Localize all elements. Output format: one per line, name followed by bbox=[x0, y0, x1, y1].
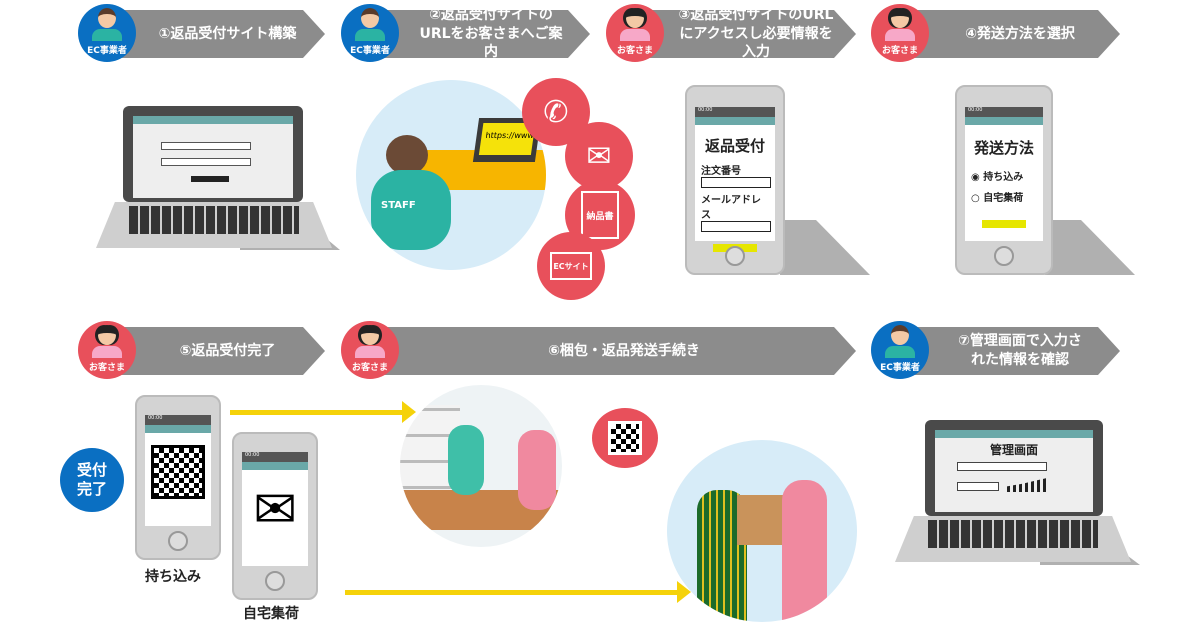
step-1-banner: ①返品受付サイト構築 bbox=[120, 10, 325, 58]
bar-chart-icon bbox=[1007, 478, 1047, 492]
courier-handoff-illustration bbox=[667, 440, 857, 622]
staff-at-laptop-illustration: https://www. STAFF bbox=[356, 80, 546, 270]
return-form-phone: 00:00 返品受付 注文番号 メールアドレス bbox=[685, 85, 785, 275]
ec-site-bubble-icon: ECサイト bbox=[537, 232, 605, 300]
store-counter-illustration bbox=[400, 385, 562, 547]
option-pickup: ○ 自宅集荷 bbox=[971, 193, 1024, 204]
step-4-banner: ④発送方法を選択 bbox=[910, 10, 1120, 58]
customer-avatar: お客さま bbox=[606, 4, 664, 62]
customer-avatar: お客さま bbox=[78, 321, 136, 379]
step-label: ④発送方法を選択 bbox=[965, 25, 1075, 42]
arrow-to-store bbox=[230, 401, 416, 423]
qr-bubble bbox=[592, 408, 658, 468]
customer-avatar: お客さま bbox=[871, 4, 929, 62]
arrow-to-courier bbox=[345, 581, 691, 603]
admin-laptop: 管理画面 bbox=[925, 420, 1103, 516]
option-carry-in: ◉ 持ち込み bbox=[971, 172, 1024, 183]
step-label: ①返品受付サイト構築 bbox=[158, 25, 297, 42]
step-label: ⑦管理画面で入力された情報を確認 bbox=[958, 333, 1082, 368]
step-label: ②返品受付サイトのURLをお客さまへご案内 bbox=[419, 6, 563, 61]
step-3-banner: ③返品受付サイトのURLにアクセスし必要情報を入力 bbox=[646, 10, 856, 58]
phone-bubble-icon: ✆ bbox=[522, 78, 590, 146]
ec-operator-avatar: EC事業者 bbox=[341, 4, 399, 62]
step-label: ⑤返品受付完了 bbox=[179, 342, 276, 359]
customer-avatar: お客さま bbox=[341, 321, 399, 379]
qr-phone: 00:00 bbox=[135, 395, 221, 560]
step-label: ⑥梱包・返品発送手続き bbox=[548, 342, 700, 359]
email-bubble-icon: ✉ bbox=[565, 122, 633, 190]
step-7-banner: ⑦管理画面で入力された情報を確認 bbox=[910, 327, 1120, 375]
ec-operator-avatar: EC事業者 bbox=[871, 321, 929, 379]
step-label: ③返品受付サイトのURLにアクセスし必要情報を入力 bbox=[678, 6, 834, 61]
step-6-banner: ⑥梱包・返品発送手続き bbox=[382, 327, 856, 375]
pickup-label: 自宅集荷 bbox=[243, 606, 299, 622]
step-5-banner: ⑤返品受付完了 bbox=[120, 327, 325, 375]
mail-phone: 00:00 ✉ bbox=[232, 432, 318, 600]
shipping-method-phone: 00:00 発送方法 ◉ 持ち込み ○ 自宅集荷 bbox=[955, 85, 1053, 275]
accepted-badge: 受付完了 bbox=[60, 448, 124, 512]
order-number-field bbox=[701, 177, 771, 188]
step-2-banner: ②返品受付サイトのURLをお客さまへご案内 bbox=[382, 10, 590, 58]
envelope-icon: ✉ bbox=[253, 480, 297, 540]
laptop-illustration bbox=[123, 106, 303, 202]
email-field bbox=[701, 221, 771, 232]
carry-in-label: 持ち込み bbox=[145, 569, 201, 585]
qr-code bbox=[151, 445, 205, 499]
ec-operator-avatar: EC事業者 bbox=[78, 4, 136, 62]
